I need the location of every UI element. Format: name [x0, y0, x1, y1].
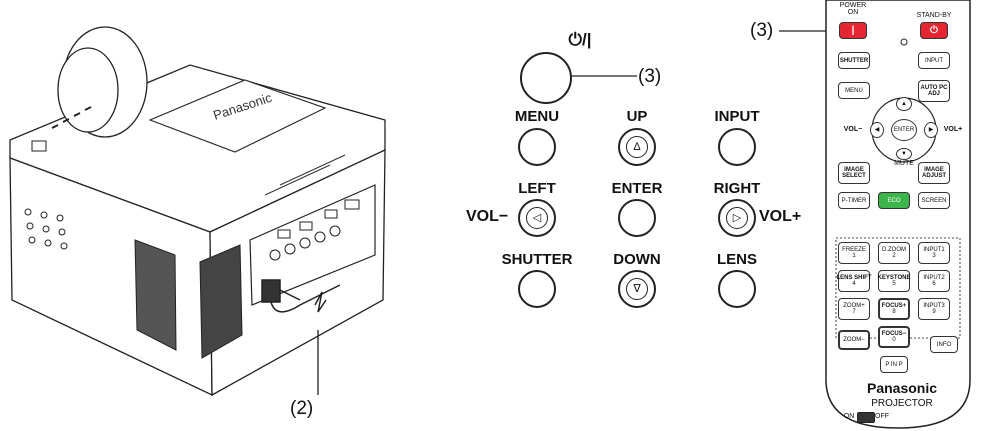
remote-p-in-p-button[interactable]: P IN P [880, 356, 908, 373]
remote-down-button[interactable]: ▼ [896, 148, 912, 160]
remote-focus-plus-button[interactable]: FOCUS+8 [878, 298, 910, 320]
remote-indicator [900, 38, 908, 46]
remote-zoom-minus-button[interactable]: ZOOM− [838, 330, 870, 350]
remote-vol-plus-label: VOL+ [943, 126, 963, 133]
projector-illustration: Panasonic [9, 26, 386, 397]
indicator-row [51, 106, 92, 129]
remote-focus-minus-button[interactable]: FOCUS−0 [878, 326, 910, 348]
power-leader-line [572, 75, 637, 77]
remote-mute-label: MUTE [894, 160, 914, 167]
down-button[interactable]: ∇ [618, 270, 656, 308]
remote-screen-button[interactable]: SCREEN [918, 192, 950, 209]
callout-power-button: (3) [638, 66, 662, 87]
enter-button[interactable] [618, 199, 656, 237]
right-arrow-icon: ▷ [726, 207, 748, 229]
label-shutter: SHUTTER [501, 251, 573, 268]
vol-minus-label: VOL− [466, 208, 509, 225]
remote-up-button[interactable]: ▲ [896, 97, 912, 111]
front-vent [24, 208, 68, 250]
label-right: RIGHT [713, 180, 761, 197]
power-symbol-label: ⏻/| [568, 30, 592, 49]
remote-right-button[interactable]: ▶ [924, 122, 938, 138]
callout-remote-power: (3) [750, 20, 774, 41]
menu-button[interactable] [518, 128, 556, 166]
remote-enter-button[interactable]: ENTER [891, 119, 917, 141]
power-cord [261, 279, 341, 313]
remote-menu-button[interactable]: MENU [838, 82, 870, 99]
lens-button[interactable] [718, 270, 756, 308]
down-arrow-icon: ∇ [626, 278, 648, 300]
label-input: INPUT [714, 108, 760, 125]
control-panel: ⏻/| (3) MENU UP Δ INPUT LEFT ◁ ENTER RIG… [460, 0, 820, 431]
label-down: DOWN [613, 251, 661, 268]
remote-switch-on-label: ON [843, 413, 855, 420]
left-arrow-icon: ◁ [526, 207, 548, 229]
shutter-button[interactable] [518, 270, 556, 308]
input-button[interactable] [718, 128, 756, 166]
power-button[interactable] [520, 52, 572, 104]
remote-standby-button[interactable]: ⏻ [920, 22, 948, 39]
up-button[interactable]: Δ [618, 128, 656, 166]
label-left: LEFT [518, 180, 556, 197]
label-enter: ENTER [611, 180, 663, 197]
remote-input-button[interactable]: INPUT [918, 52, 950, 69]
lamp-cover [148, 79, 327, 153]
remote-left-button[interactable]: ◀ [870, 122, 884, 138]
terminal-panel [249, 184, 376, 306]
callout-power-cord: (2) [290, 398, 314, 419]
remote-on-off-switch[interactable] [857, 412, 875, 423]
remote-vol-minus-label: VOL− [843, 126, 863, 133]
label-menu: MENU [514, 108, 560, 125]
standby-label: STAND-BY [916, 12, 952, 19]
remote-eco-button[interactable]: ECO [878, 192, 910, 209]
label-up: UP [626, 108, 648, 125]
remote-shutter-button[interactable]: SHUTTER [838, 52, 870, 69]
remote-brand: Panasonic [866, 380, 938, 396]
remote-auto-pc-adj-button[interactable]: AUTO PC ADJ [918, 80, 950, 102]
remote-p-timer-button[interactable]: P-TIMER [838, 192, 870, 209]
remote-switch-off-label: OFF [875, 413, 889, 420]
up-arrow-icon: Δ [626, 136, 648, 158]
remote-image-select-button[interactable]: IMAGE SELECT [838, 162, 870, 184]
remote-image-adjust-button[interactable]: IMAGE ADJUST [918, 162, 950, 184]
vol-plus-label: VOL+ [759, 208, 802, 225]
remote-info-button[interactable]: INFO [930, 336, 958, 353]
standby-power-icon: ⏻ [930, 24, 938, 36]
remote-power-on-button[interactable]: | [839, 22, 867, 39]
side-grille [134, 239, 243, 359]
remote-model-label: PROJECTOR [871, 398, 933, 409]
projector-lens [57, 26, 148, 138]
power-on-icon: | [851, 24, 855, 36]
label-lens: LENS [716, 251, 757, 268]
power-on-label: POWER ON [839, 2, 867, 16]
remote-zoom-plus-button[interactable]: ZOOM+7 [838, 298, 870, 320]
right-button[interactable]: ▷ [718, 199, 756, 237]
left-button[interactable]: ◁ [518, 199, 556, 237]
